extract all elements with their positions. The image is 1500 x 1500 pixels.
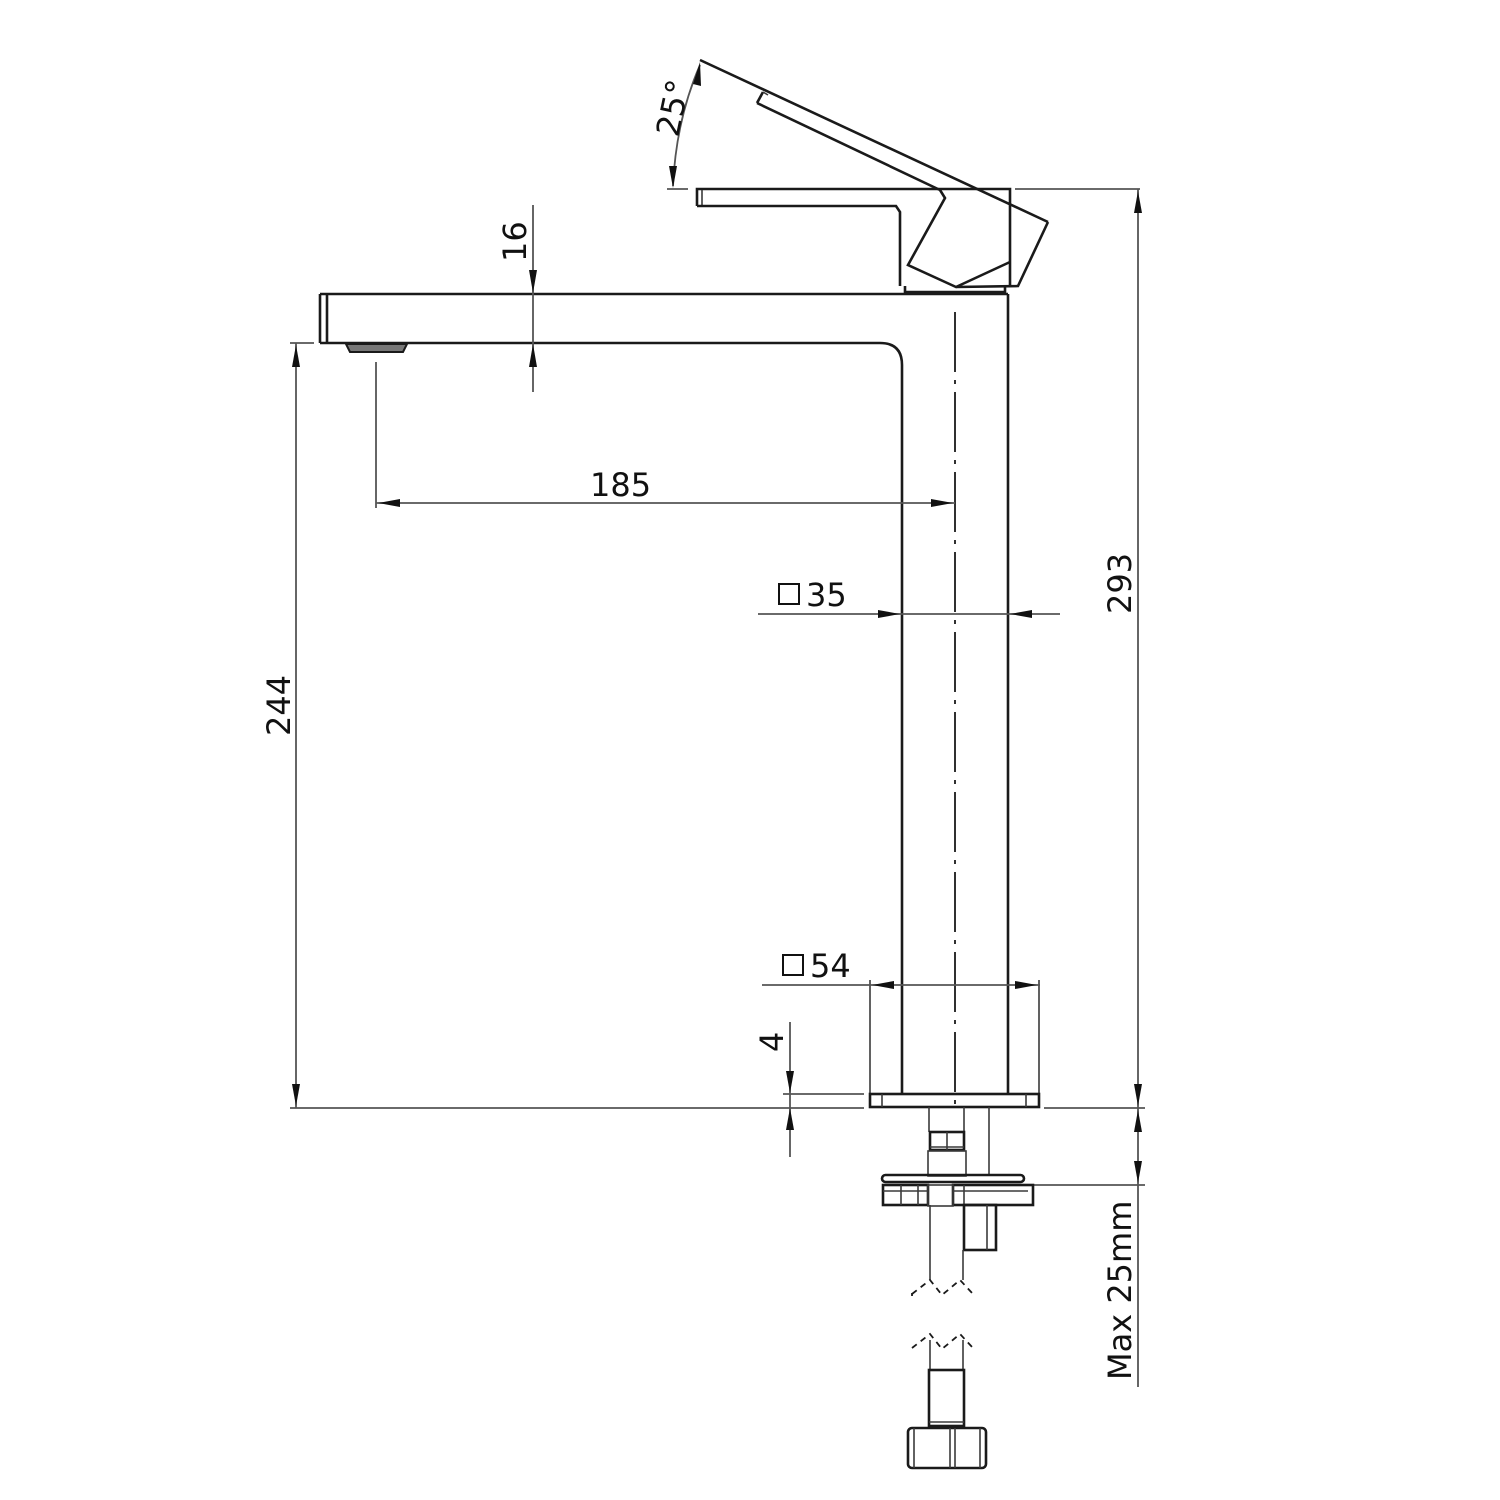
flexible-hose: [906, 1205, 988, 1470]
square-section-icon: [782, 954, 804, 976]
square-section-icon: [778, 583, 800, 605]
spout-height-label: 244: [260, 675, 298, 736]
base-thickness-label: 4: [753, 1032, 791, 1052]
tap-body: [900, 294, 1010, 1108]
base-thickness-dimension: 4: [753, 1022, 864, 1157]
mounting-hardware: [880, 1107, 1035, 1252]
counter-thickness-dimension: Max 25mm: [1025, 1108, 1145, 1387]
body-width-label: 35: [806, 576, 847, 614]
spout-thickness-label: 16: [496, 221, 534, 262]
spout-height-dimension: 244: [260, 342, 864, 1109]
angle-dimension: 25°: [649, 62, 1140, 190]
body-width-dimension: 35: [758, 576, 1060, 618]
spout-thickness-dimension: 16: [496, 205, 537, 392]
overall-height-label: 293: [1101, 553, 1139, 614]
spout-reach-dimension: 185: [375, 362, 955, 508]
base-width-label: 54: [810, 947, 851, 985]
spout: [318, 292, 1008, 366]
overall-height-dimension: 293: [1044, 189, 1145, 1109]
base-plate: [868, 980, 1041, 1109]
counter-thickness-label: Max 25mm: [1101, 1201, 1139, 1380]
base-width-dimension: 54: [762, 947, 1040, 989]
angle-label: 25°: [649, 76, 698, 139]
lever-handle: [695, 58, 1050, 294]
spout-reach-label: 185: [590, 466, 651, 504]
